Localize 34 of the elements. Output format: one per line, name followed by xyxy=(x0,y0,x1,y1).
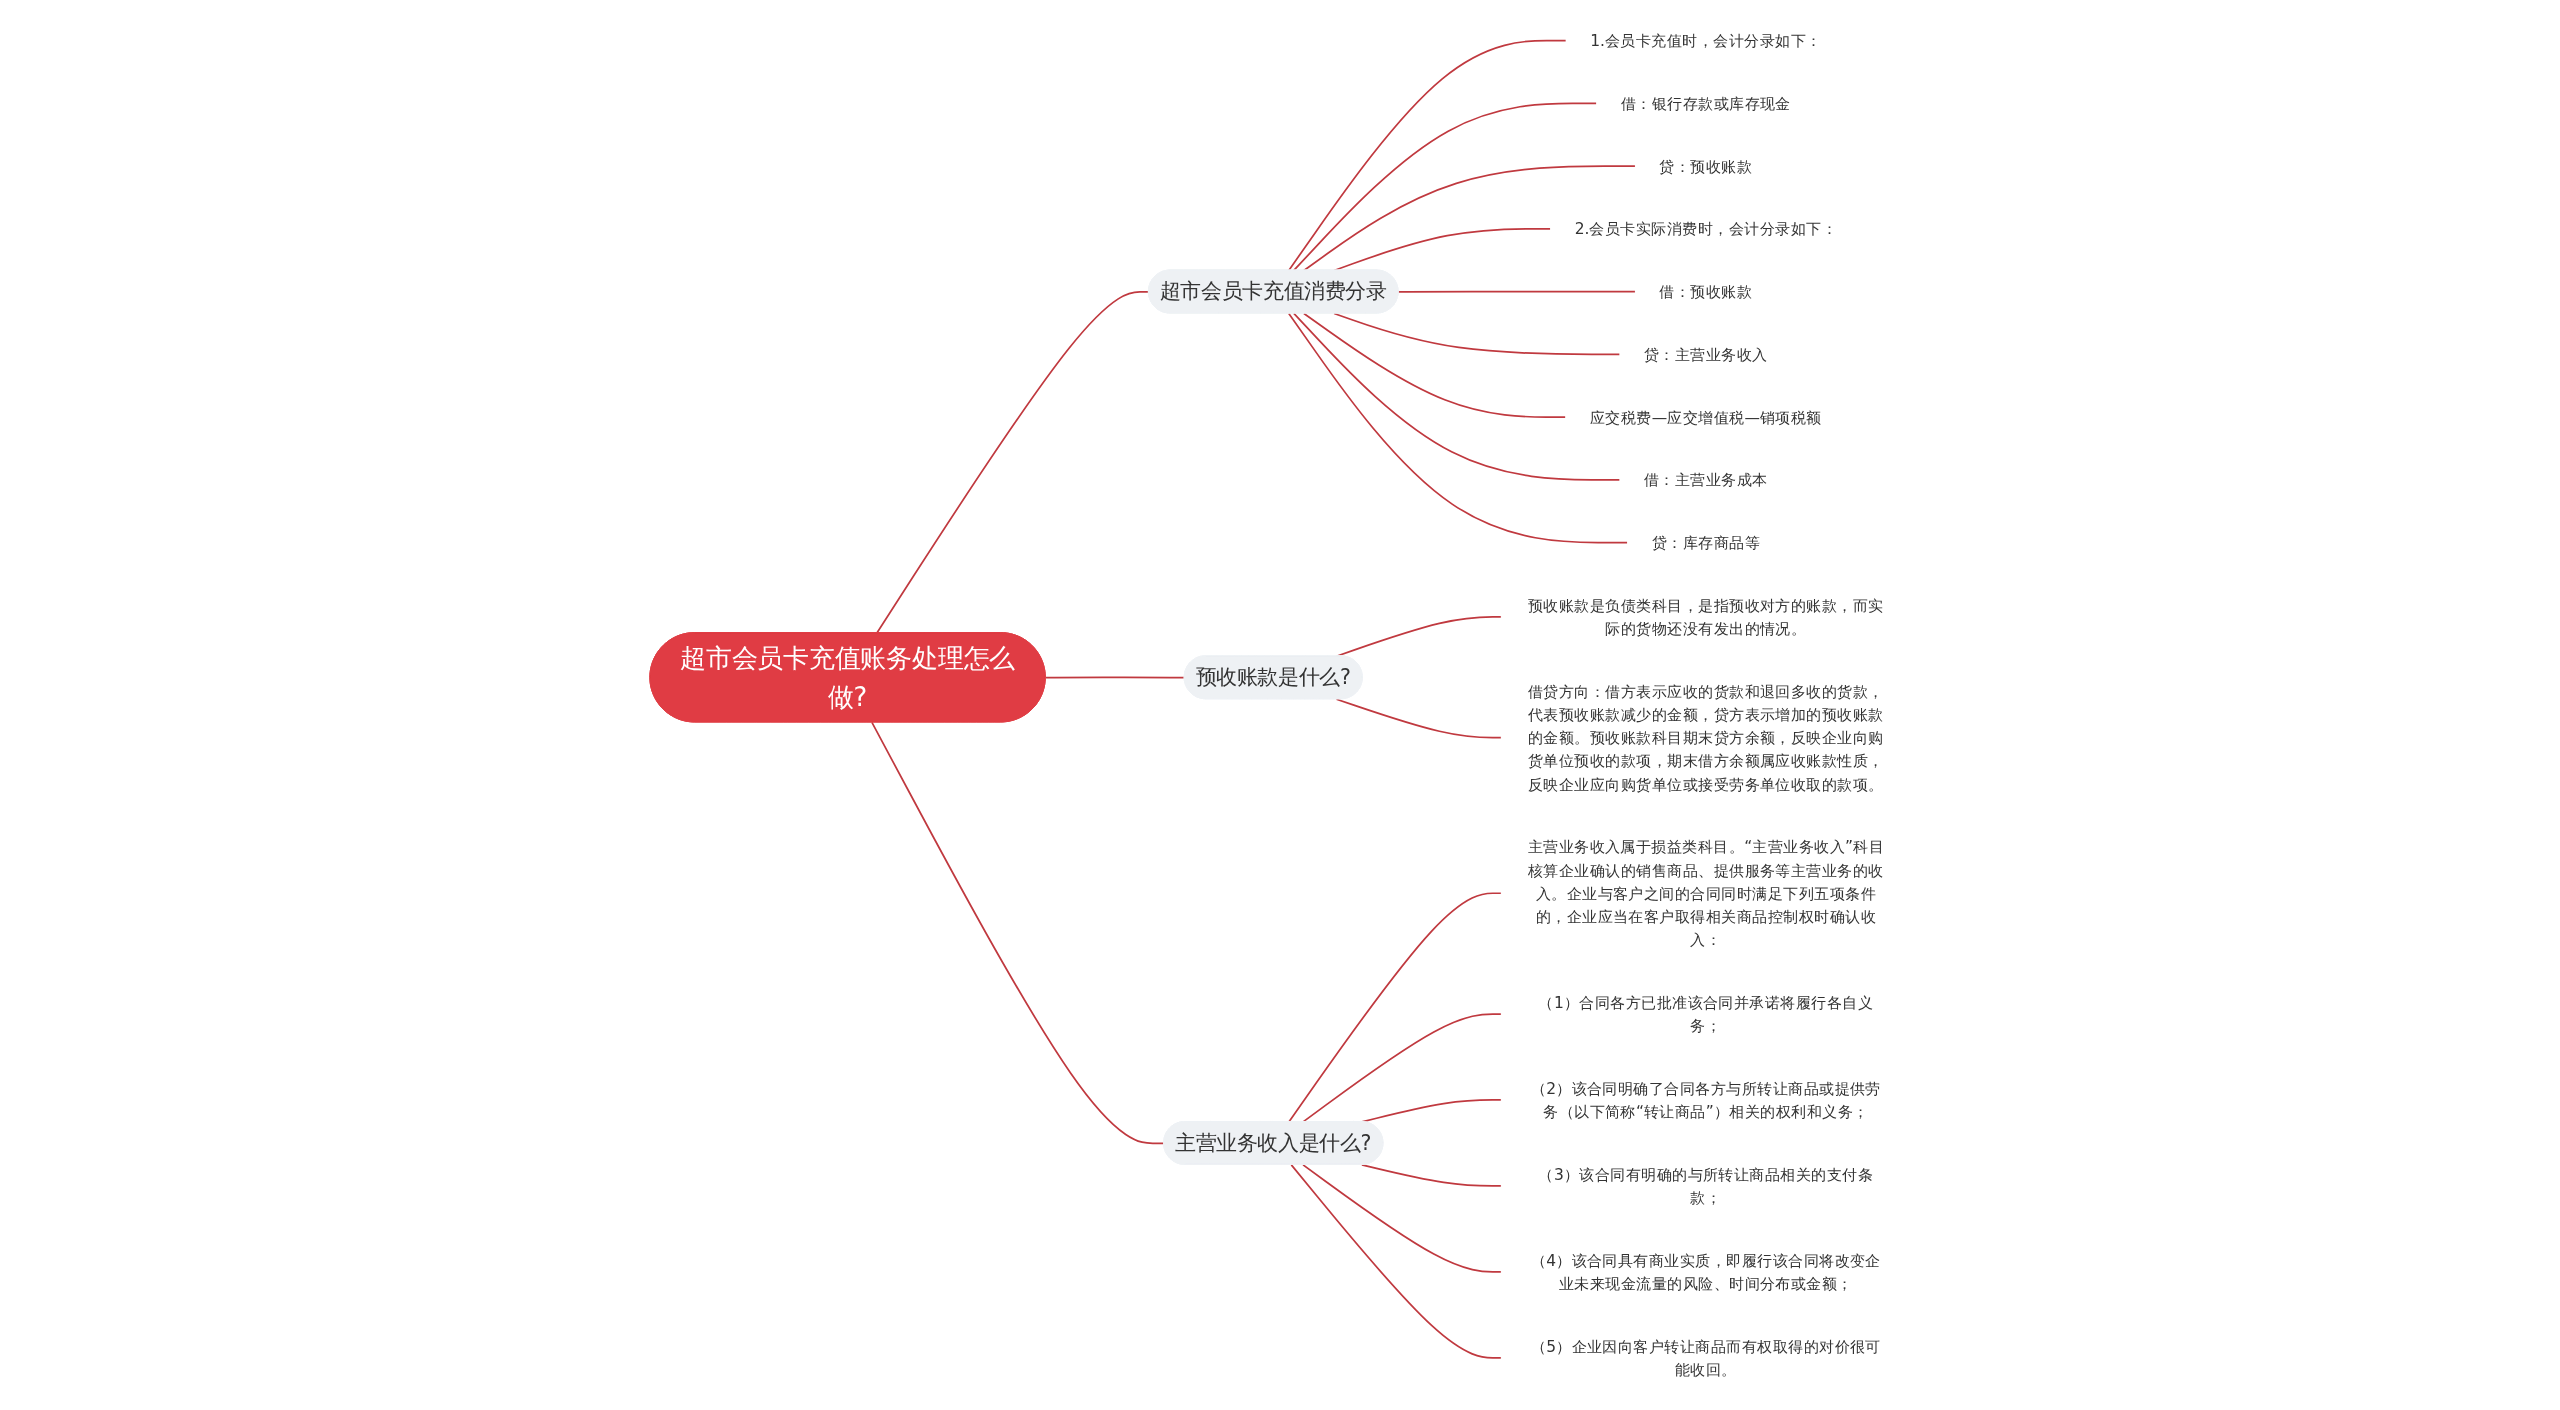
connector xyxy=(1292,102,1598,272)
connector xyxy=(875,291,1150,634)
connector xyxy=(1044,676,1186,679)
node-text: （5）企业因向客户转让商品而有权取得的对价很可能收回。 xyxy=(1530,1337,1881,1379)
node-text: 贷：预收账款 xyxy=(1659,156,1753,176)
connector xyxy=(870,721,1165,1145)
node-text: 借：预收账款 xyxy=(1659,282,1753,301)
node-text: （2）该合同明确了合同各方与所转让商品或提供劳务（以下简称“转让商品”）相关的权利和义务； xyxy=(1530,1079,1881,1121)
node-text: （4）该合同具有商业实质，即履行该合同将改变企业未来现金流量的风险、时间分布或金额； xyxy=(1530,1251,1881,1293)
node-text: 借：银行存款或库存现金 xyxy=(1620,94,1791,113)
connector xyxy=(1333,312,1621,356)
connector xyxy=(1397,290,1637,293)
node-text: 贷：主营业务收入 xyxy=(1643,345,1768,364)
node-text: （1）合同各方已批准该合同并承诺将履行各自义务； xyxy=(1538,993,1874,1035)
node-text: 贷：库存商品等 xyxy=(1651,533,1760,552)
node-text: 2.会员卡实际消费时，会计分录如下： xyxy=(1574,219,1837,238)
connector xyxy=(1290,1164,1502,1359)
node-text: 预收账款是负债类科目，是指预收对方的账款，而实际的货物还没有发出的情况。 xyxy=(1527,596,1884,638)
connector xyxy=(1302,165,1637,272)
connector xyxy=(1302,1013,1502,1123)
connector xyxy=(1302,1164,1502,1273)
node-text: 借贷方向：借方表示应收的货款和退回多收的货款，代表预收账款减少的金额，贷方表示增加的预收账款的金额。预收账款科目期末贷方余额，反映企业向购货单位预收的款项，期末借方余额属应收账款性质，反映企业应向购货单位或接受劳务单位收取的款项。 xyxy=(1527,682,1884,794)
connector xyxy=(1335,698,1502,739)
node-text: 1.会员卡充值时，会计分录如下： xyxy=(1589,31,1822,50)
connector xyxy=(1292,312,1621,481)
node-text: 借：主营业务成本 xyxy=(1643,470,1768,489)
connector xyxy=(1302,312,1567,418)
connector xyxy=(1287,312,1629,544)
connector xyxy=(1287,39,1567,272)
connector xyxy=(1360,1164,1502,1187)
connector xyxy=(1287,892,1502,1123)
node-text: （3）该合同有明确的与所转让商品相关的支付条款； xyxy=(1538,1165,1874,1207)
node-text: 应交税费—应交增值税—销项税额 xyxy=(1589,408,1822,427)
node-text: 主营业务收入属于损益类科目。“主营业务收入”科目核算企业确认的销售商品、提供服务等主营业务的收入。企业与客户之间的合同同时满足下列五项条件的，企业应当在客户取得相关商品控制权时确认收入： xyxy=(1527,837,1884,949)
